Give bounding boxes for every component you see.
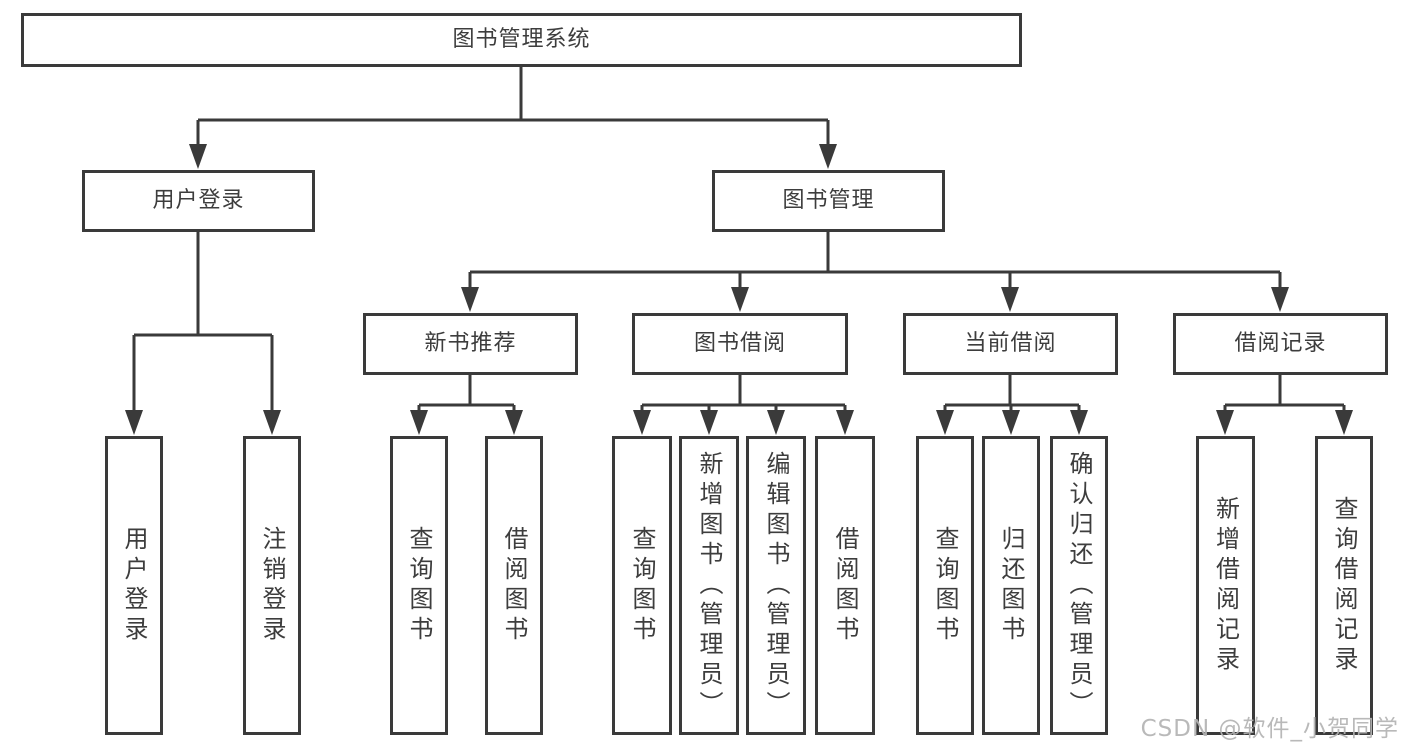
node-user-login-label: 用户登录 [152, 187, 245, 213]
connector-new-book-recommend-to-leaves [410, 374, 523, 435]
node-book-borrow-label: 图书借阅 [693, 330, 786, 356]
leaf-borrow-query-books: 查询图书 [612, 436, 672, 735]
leaf-borrow-query-books-label: 查询图书 [628, 525, 656, 646]
connector-current-borrow-to-leaves [936, 374, 1088, 435]
node-user-login: 用户登录 [82, 170, 315, 232]
node-book-management-label: 图书管理 [782, 187, 875, 213]
node-borrow-records: 借阅记录 [1173, 313, 1388, 375]
leaf-edit-books-admin: 编辑图书（管理员） [746, 436, 806, 735]
leaf-user-login-label: 用户登录 [120, 525, 148, 646]
connector-book-management-to-level3 [461, 231, 1289, 312]
leaf-borrow-books: 借阅图书 [815, 436, 875, 735]
leaf-current-query-books: 查询图书 [916, 436, 974, 735]
node-root-label: 图书管理系统 [452, 26, 591, 52]
connector-user-login-to-leaves [125, 231, 281, 435]
leaf-confirm-return-admin-label: 确认归还（管理员） [1065, 450, 1093, 721]
leaf-return-books-label: 归还图书 [997, 525, 1025, 646]
node-book-management: 图书管理 [712, 170, 945, 232]
leaf-add-borrow-record-label: 新增借阅记录 [1211, 495, 1240, 676]
node-current-borrow: 当前借阅 [903, 313, 1118, 375]
node-book-borrow: 图书借阅 [632, 313, 848, 375]
leaf-edit-books-admin-label: 编辑图书（管理员） [762, 450, 790, 721]
node-new-book-recommend: 新书推荐 [363, 313, 578, 375]
csdn-watermark: CSDN @软件_小贺同学 [1140, 716, 1399, 742]
leaf-return-books: 归还图书 [982, 436, 1040, 735]
leaf-recommend-borrow-books-label: 借阅图书 [500, 525, 528, 646]
leaf-logout: 注销登录 [243, 436, 301, 735]
leaf-add-borrow-record: 新增借阅记录 [1196, 436, 1255, 735]
leaf-recommend-borrow-books: 借阅图书 [485, 436, 543, 735]
connector-root-to-level2 [189, 67, 837, 169]
connector-borrow-records-to-leaves [1216, 374, 1353, 435]
leaf-recommend-query-books-label: 查询图书 [405, 525, 433, 646]
leaf-borrow-books-label: 借阅图书 [831, 525, 859, 646]
leaf-logout-label: 注销登录 [258, 525, 286, 646]
connector-book-borrow-to-leaves [633, 374, 854, 435]
leaf-recommend-query-books: 查询图书 [390, 436, 448, 735]
leaf-query-borrow-record-label: 查询借阅记录 [1330, 495, 1358, 676]
node-new-book-recommend-label: 新书推荐 [424, 330, 517, 356]
node-current-borrow-label: 当前借阅 [964, 330, 1057, 356]
leaf-query-borrow-record: 查询借阅记录 [1315, 436, 1373, 735]
leaf-add-books-admin-label: 新增图书（管理员） [695, 450, 723, 721]
node-borrow-records-label: 借阅记录 [1234, 330, 1327, 356]
node-root: 图书管理系统 [21, 13, 1022, 67]
leaf-user-login: 用户登录 [105, 436, 163, 735]
leaf-add-books-admin: 新增图书（管理员） [679, 436, 739, 735]
leaf-current-query-books-label: 查询图书 [931, 525, 959, 646]
leaf-confirm-return-admin: 确认归还（管理员） [1050, 436, 1108, 735]
